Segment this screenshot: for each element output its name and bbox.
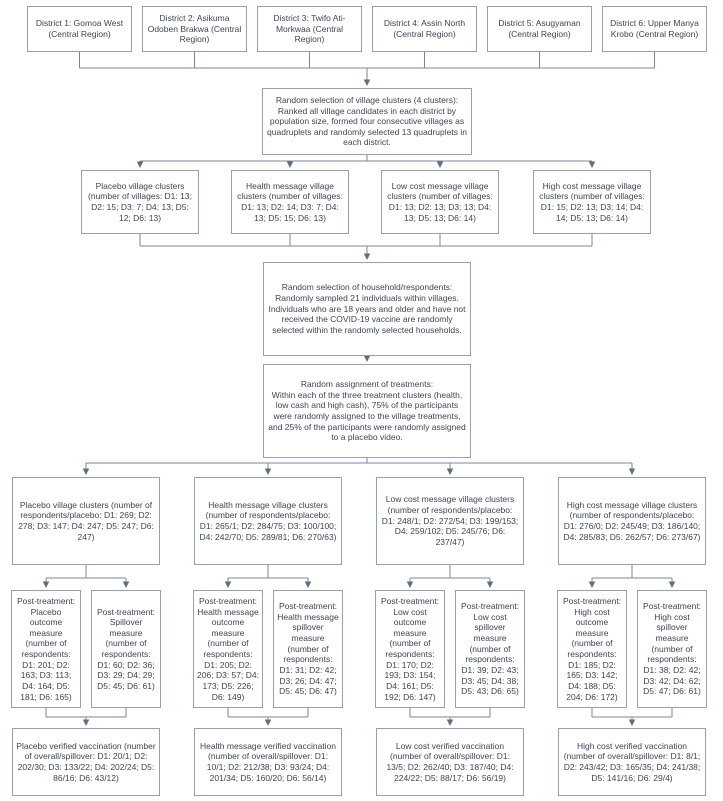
high-cost-verified-box: High cost verified vaccination (number o… xyxy=(558,728,706,796)
high-cost-outcome-box: Post-treatment: High cost outcome measur… xyxy=(557,590,627,708)
health-spillover-box: Post-treatment: Health message spillover… xyxy=(273,590,343,708)
district-box-3: District 3: Twifo Ati-Morkwaa (Central R… xyxy=(257,6,362,52)
district-box-4: District 4: Assin North (Central Region) xyxy=(372,6,477,52)
district-box-1: District 1: Gomoa West (Central Region) xyxy=(27,6,132,52)
district-box-2: District 2: Asikuma Odoben Brakwa (Centr… xyxy=(142,6,247,52)
village-cluster-selection-box: Random selection of village clusters (4 … xyxy=(262,88,472,155)
district-box-5: District 5: Asugyaman (Central Region) xyxy=(487,6,592,52)
household-selection-box: Random selection of household/respondent… xyxy=(263,262,471,356)
placebo-clusters-box: Placebo village clusters (number of vill… xyxy=(81,170,199,234)
low-cost-verified-box: Low cost verified vaccination (number of… xyxy=(376,728,524,796)
high-cost-clusters-box: High cost message village clusters (numb… xyxy=(533,170,651,234)
low-cost-spillover-box: Post-treatment: Low cost spillover measu… xyxy=(455,590,525,708)
treatment-assignment-box: Random assignment of treatments: Within … xyxy=(263,364,471,458)
health-clusters-box: Health message village clusters (number … xyxy=(231,170,349,234)
high-cost-spillover-box: Post-treatment: High cost spillover meas… xyxy=(637,590,707,708)
health-verified-box: Health message verified vaccination (num… xyxy=(194,728,342,796)
health-outcome-box: Post-treatment: Health message outcome m… xyxy=(193,590,263,708)
district-box-6: District 6: Upper Manya Krobo (Central R… xyxy=(602,6,707,52)
placebo-outcome-box: Post-treatment: Placebo outcome measure … xyxy=(11,590,81,708)
placebo-verified-box: Placebo verified vaccination (number of … xyxy=(12,728,160,796)
low-cost-clusters-box: Low cost message village clusters (numbe… xyxy=(381,170,499,234)
placebo-spillover-box: Post-treatment: Spillover measure (numbe… xyxy=(91,590,161,708)
high-cost-arm-box: High cost message village clusters (numb… xyxy=(558,477,706,565)
low-cost-outcome-box: Post-treatment: Low cost outcome measure… xyxy=(375,590,445,708)
low-cost-arm-box: Low cost message village clusters (numbe… xyxy=(376,477,524,565)
placebo-arm-box: Placebo village clusters (number of resp… xyxy=(12,477,160,565)
health-arm-box: Health message village clusters (number … xyxy=(194,477,342,565)
